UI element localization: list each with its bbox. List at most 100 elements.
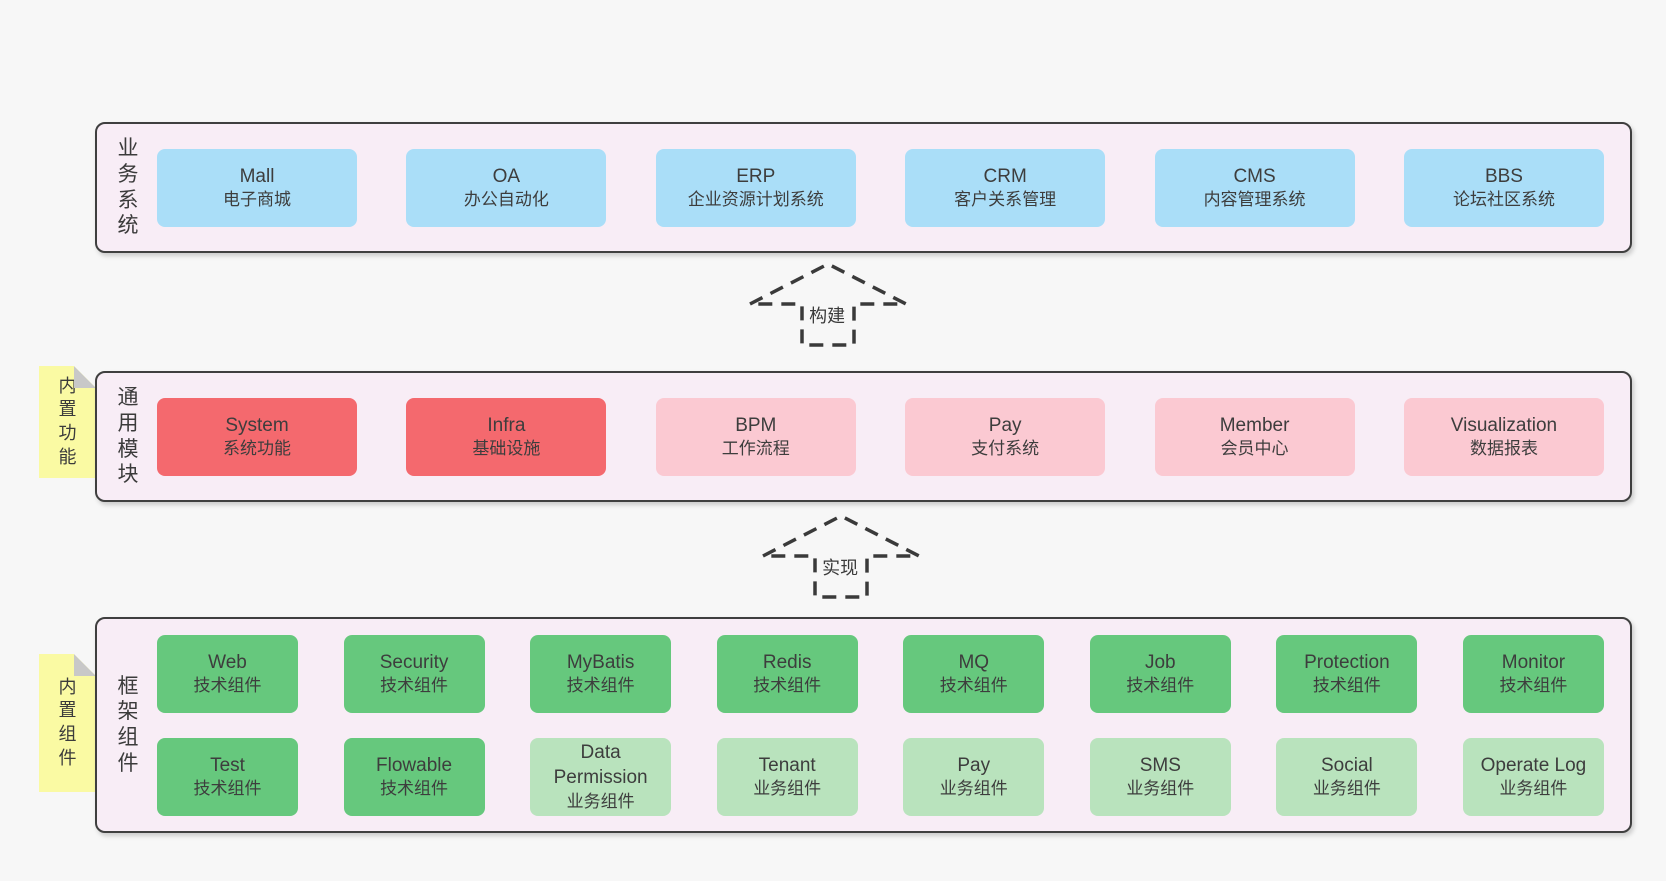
- box-title: OA: [492, 165, 521, 187]
- box-erp: ERP 企业资源计划系统: [655, 148, 856, 227]
- builtin-components-tab: 内置组件: [39, 654, 96, 792]
- box-bpm: BPM 工作流程: [655, 397, 856, 476]
- box-operate-log: Operate Log 业务组件: [1462, 737, 1604, 816]
- framework-components-row-1: Web 技术组件 Security 技术组件 MyBatis 技术组件 Redi…: [157, 634, 1604, 713]
- box-title: Monitor: [1501, 651, 1566, 673]
- box-subtitle: 技术组件: [566, 675, 635, 695]
- box-cms: CMS 内容管理系统: [1154, 148, 1355, 227]
- box-job: Job 技术组件: [1089, 634, 1231, 713]
- box-title: Visualization: [1450, 414, 1558, 436]
- box-title: Data Permission: [553, 742, 648, 789]
- box-subtitle: 技术组件: [1312, 675, 1381, 695]
- box-subtitle: 企业资源计划系统: [687, 189, 824, 209]
- box-subtitle: 基础设施: [472, 438, 541, 458]
- layer-label-business-systems: 业务系统: [117, 137, 139, 238]
- layer-label-framework-components: 框架组件: [117, 674, 139, 775]
- box-sms: SMS 业务组件: [1089, 737, 1231, 816]
- box-mall: Mall 电子商城: [157, 148, 357, 227]
- framework-components-rows: Web 技术组件 Security 技术组件 MyBatis 技术组件 Redi…: [157, 634, 1604, 816]
- box-title: SMS: [1139, 754, 1181, 776]
- box-bbs: BBS 论坛社区系统: [1403, 148, 1604, 227]
- box-monitor: Monitor 技术组件: [1462, 634, 1604, 713]
- implement-arrow: 实现: [755, 510, 927, 602]
- box-oa: OA 办公自动化: [406, 148, 607, 227]
- layer-label-common-modules: 通用模块: [117, 386, 139, 487]
- box-title: Social: [1321, 754, 1373, 776]
- box-subtitle: 支付系统: [971, 438, 1040, 458]
- box-title: Infra: [487, 414, 526, 436]
- box-title: Flowable: [376, 754, 453, 776]
- up-arrow-icon: [762, 514, 920, 599]
- box-data-permission: Data Permission 业务组件: [530, 737, 672, 816]
- box-title: Pay: [957, 754, 991, 776]
- box-subtitle: 客户关系管理: [954, 189, 1057, 209]
- box-subtitle: 业务组件: [939, 778, 1008, 798]
- box-title: Protection: [1304, 651, 1390, 673]
- box-test: Test 技术组件: [157, 737, 298, 816]
- box-title: Member: [1219, 414, 1290, 436]
- box-subtitle: 技术组件: [193, 778, 262, 798]
- box-crm: CRM 客户关系管理: [905, 148, 1106, 227]
- box-subtitle: 技术组件: [380, 778, 449, 798]
- box-web: Web 技术组件: [157, 634, 298, 713]
- box-title: Redis: [762, 651, 812, 673]
- box-tenant: Tenant 业务组件: [716, 737, 858, 816]
- common-modules-boxes: System 系统功能 Infra 基础设施 BPM 工作流程 Pay 支付系统…: [157, 397, 1604, 476]
- box-subtitle: 工作流程: [721, 438, 790, 458]
- box-visualization: Visualization 数据报表: [1403, 397, 1604, 476]
- box-title: CMS: [1233, 165, 1276, 187]
- builtin-components-tab-label: 内置组件: [58, 676, 77, 768]
- box-subtitle: 技术组件: [1499, 675, 1568, 695]
- business-systems-boxes: Mall 电子商城 OA 办公自动化 ERP 企业资源计划系统 CRM 客户关系…: [157, 148, 1604, 227]
- box-infra: Infra 基础设施: [406, 397, 607, 476]
- box-subtitle: 内容管理系统: [1203, 189, 1306, 209]
- box-title: ERP: [736, 165, 776, 187]
- folded-corner-icon: [74, 654, 96, 676]
- box-security: Security 技术组件: [343, 634, 485, 713]
- box-subtitle: 技术组件: [753, 675, 822, 695]
- folded-corner-icon: [74, 366, 96, 388]
- box-title: Web: [208, 651, 247, 673]
- box-title: Operate Log: [1480, 754, 1587, 776]
- box-title: MQ: [958, 651, 990, 673]
- business-systems-layer: 业务系统 Mall 电子商城 OA 办公自动化 ERP 企业资源计划系统 CRM…: [95, 122, 1632, 253]
- box-title: Test: [210, 754, 245, 776]
- box-subtitle: 技术组件: [939, 675, 1008, 695]
- box-subtitle: 业务组件: [1499, 778, 1568, 798]
- box-flowable: Flowable 技术组件: [343, 737, 485, 816]
- box-subtitle: 办公自动化: [463, 189, 549, 209]
- box-subtitle: 业务组件: [1126, 778, 1195, 798]
- box-mq: MQ 技术组件: [903, 634, 1045, 713]
- box-subtitle: 技术组件: [380, 675, 449, 695]
- box-title: Pay: [988, 414, 1022, 436]
- box-member: Member 会员中心: [1154, 397, 1355, 476]
- box-subtitle: 技术组件: [193, 675, 262, 695]
- box-subtitle: 数据报表: [1469, 438, 1538, 458]
- box-subtitle: 系统功能: [223, 438, 291, 458]
- builtin-features-tab-label: 内置功能: [58, 375, 77, 467]
- framework-components-layer: 框架组件 Web 技术组件 Security 技术组件 MyBatis 技术组件…: [95, 617, 1632, 833]
- build-arrow-label: 构建: [806, 302, 849, 328]
- box-subtitle: 业务组件: [753, 778, 822, 798]
- box-system: System 系统功能: [157, 397, 357, 476]
- box-title: Mall: [239, 165, 275, 187]
- box-protection: Protection 技术组件: [1276, 634, 1418, 713]
- implement-arrow-label: 实现: [819, 554, 862, 580]
- box-subtitle: 会员中心: [1220, 438, 1289, 458]
- box-title: System: [225, 414, 289, 436]
- box-title: MyBatis: [566, 651, 635, 673]
- box-title: Job: [1144, 651, 1176, 673]
- box-title: BBS: [1484, 165, 1523, 187]
- box-subtitle: 业务组件: [1312, 778, 1381, 798]
- box-subtitle: 技术组件: [1126, 675, 1195, 695]
- box-redis: Redis 技术组件: [716, 634, 858, 713]
- box-subtitle: 论坛社区系统: [1452, 189, 1555, 209]
- build-arrow: 构建: [742, 258, 914, 350]
- box-subtitle: 电子商城: [223, 189, 291, 209]
- box-title: BPM: [735, 414, 777, 436]
- box-title: CRM: [983, 165, 1027, 187]
- builtin-features-tab: 内置功能: [39, 366, 96, 478]
- box-title: Tenant: [758, 754, 816, 776]
- up-arrow-icon: [749, 262, 907, 347]
